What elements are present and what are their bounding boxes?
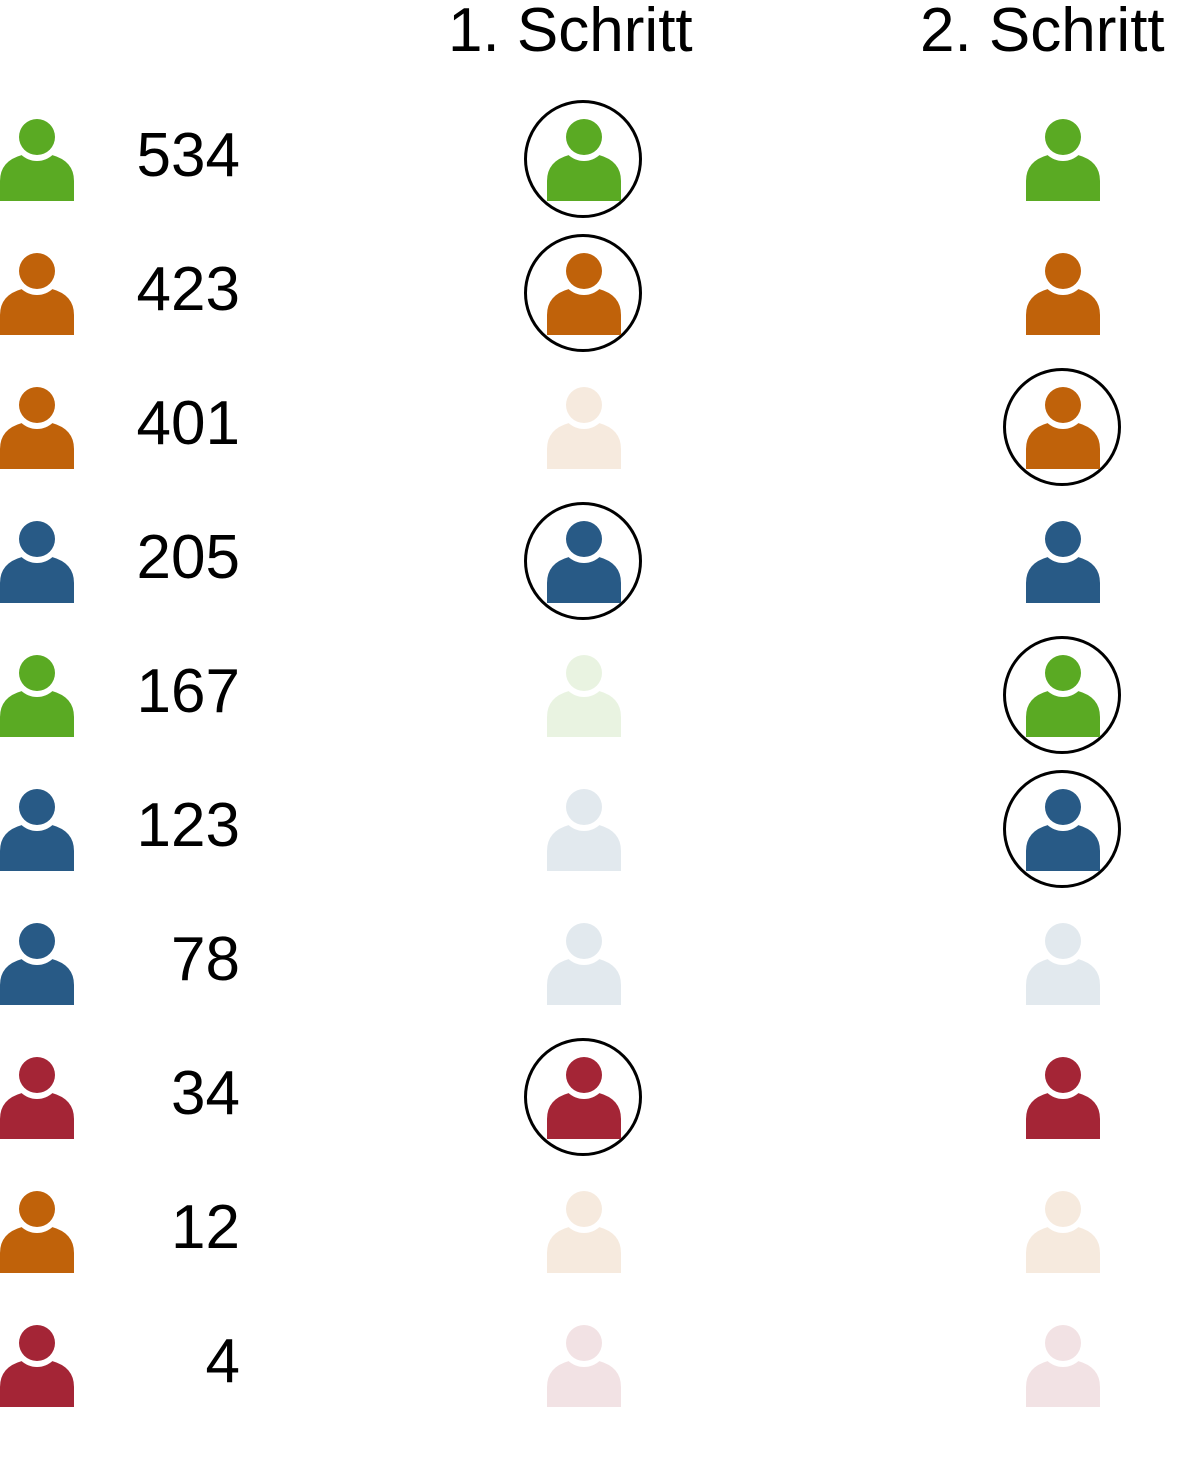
step2-person-icon	[1026, 921, 1100, 1005]
step1-person-icon	[547, 787, 621, 871]
step1-person-icon	[547, 921, 621, 1005]
step1-person-icon	[547, 653, 621, 737]
step2-selection-ring	[1003, 770, 1121, 888]
person-icon	[0, 519, 74, 603]
step2-person-icon	[1026, 385, 1100, 469]
step1-selection-ring	[524, 100, 642, 218]
person-icon	[0, 787, 74, 871]
person-icon	[0, 1055, 74, 1139]
person-row: 205	[0, 502, 1200, 653]
count-label: 34	[171, 1059, 240, 1128]
person-row: 4	[0, 1323, 1200, 1457]
count-label: 123	[136, 791, 240, 860]
person-row: 167	[0, 636, 1200, 787]
step2-person-icon	[1026, 519, 1100, 603]
step1-selection-ring	[524, 502, 642, 620]
person-row: 534	[0, 100, 1200, 251]
person-icon	[0, 653, 74, 737]
person-icon	[0, 251, 74, 335]
step2-person-icon	[1026, 1189, 1100, 1273]
step1-person-icon	[547, 519, 621, 603]
person-row: 78	[0, 921, 1200, 1055]
step2-person-icon	[1026, 251, 1100, 335]
step1-header: 1. Schritt	[448, 0, 693, 65]
step1-person-icon	[547, 251, 621, 335]
person-icon	[0, 921, 74, 1005]
step1-person-icon	[547, 385, 621, 469]
step1-person-icon	[547, 117, 621, 201]
count-label: 534	[136, 121, 240, 190]
person-row: 34	[0, 1038, 1200, 1189]
count-label: 423	[136, 255, 240, 324]
step1-person-icon	[547, 1323, 621, 1407]
step2-person-icon	[1026, 117, 1100, 201]
step1-selection-ring	[524, 234, 642, 352]
step2-header: 2. Schritt	[920, 0, 1165, 65]
person-row: 12	[0, 1189, 1200, 1323]
count-label: 167	[136, 657, 240, 726]
step1-selection-ring	[524, 1038, 642, 1156]
person-row: 423	[0, 234, 1200, 385]
person-row: 401	[0, 368, 1200, 519]
step2-selection-ring	[1003, 636, 1121, 754]
step2-person-icon	[1026, 787, 1100, 871]
person-icon	[0, 385, 74, 469]
count-label: 401	[136, 389, 240, 458]
person-icon	[0, 1189, 74, 1273]
step1-person-icon	[547, 1055, 621, 1139]
step2-person-icon	[1026, 1055, 1100, 1139]
count-label: 12	[171, 1193, 240, 1262]
count-label: 78	[171, 925, 240, 994]
person-row: 123	[0, 770, 1200, 921]
step2-selection-ring	[1003, 368, 1121, 486]
person-icon	[0, 1323, 74, 1407]
step2-person-icon	[1026, 653, 1100, 737]
person-icon	[0, 117, 74, 201]
count-label: 4	[205, 1327, 240, 1396]
step1-person-icon	[547, 1189, 621, 1273]
step2-person-icon	[1026, 1323, 1100, 1407]
count-label: 205	[136, 523, 240, 592]
